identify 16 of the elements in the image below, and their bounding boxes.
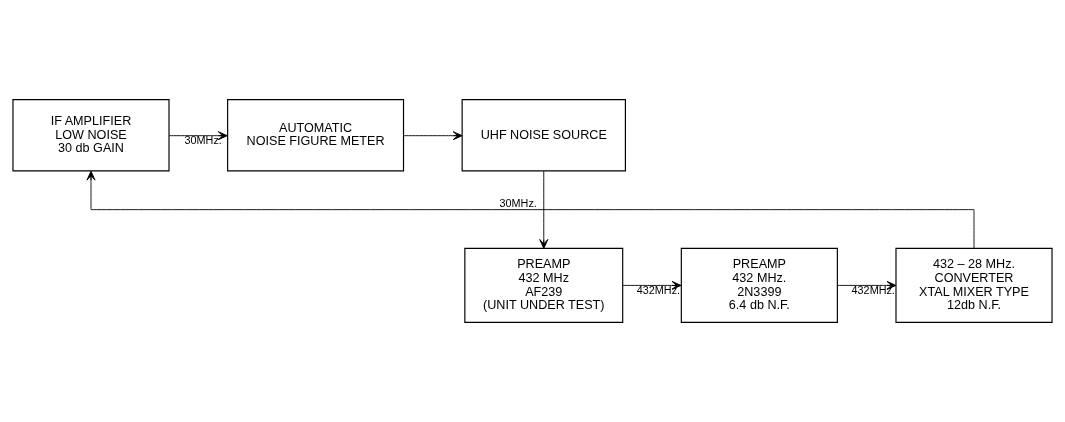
node-box: UHF NOISE SOURCE [461,99,626,172]
arrow [86,170,975,249]
edge-label: 432MHz. [851,284,895,297]
edge-label: 432MHz. [636,284,681,297]
arrow [403,131,463,141]
node-box: AUTOMATIC NOISE FIGURE METER [227,99,405,172]
node-box: PREAMP 432 MHz. 2N3399 6.4 db N.F. [680,247,838,323]
edge-label: 30MHz. [499,196,537,209]
node-box: PREAMP 432 MHz AF239 (UNIT UNDER TEST) [464,247,624,323]
arrow [539,170,549,249]
node-box: IF AMPLIFIER LOW NOISE 30 db GAIN [12,99,170,172]
arrow [622,280,682,290]
edge-label: 30MHz. [184,134,222,147]
node-box: 432 – 28 MHz. CONVERTER XTAL MIXER TYPE 12db N.F. [895,247,1053,323]
arrow [168,131,228,141]
arrow [837,280,897,290]
